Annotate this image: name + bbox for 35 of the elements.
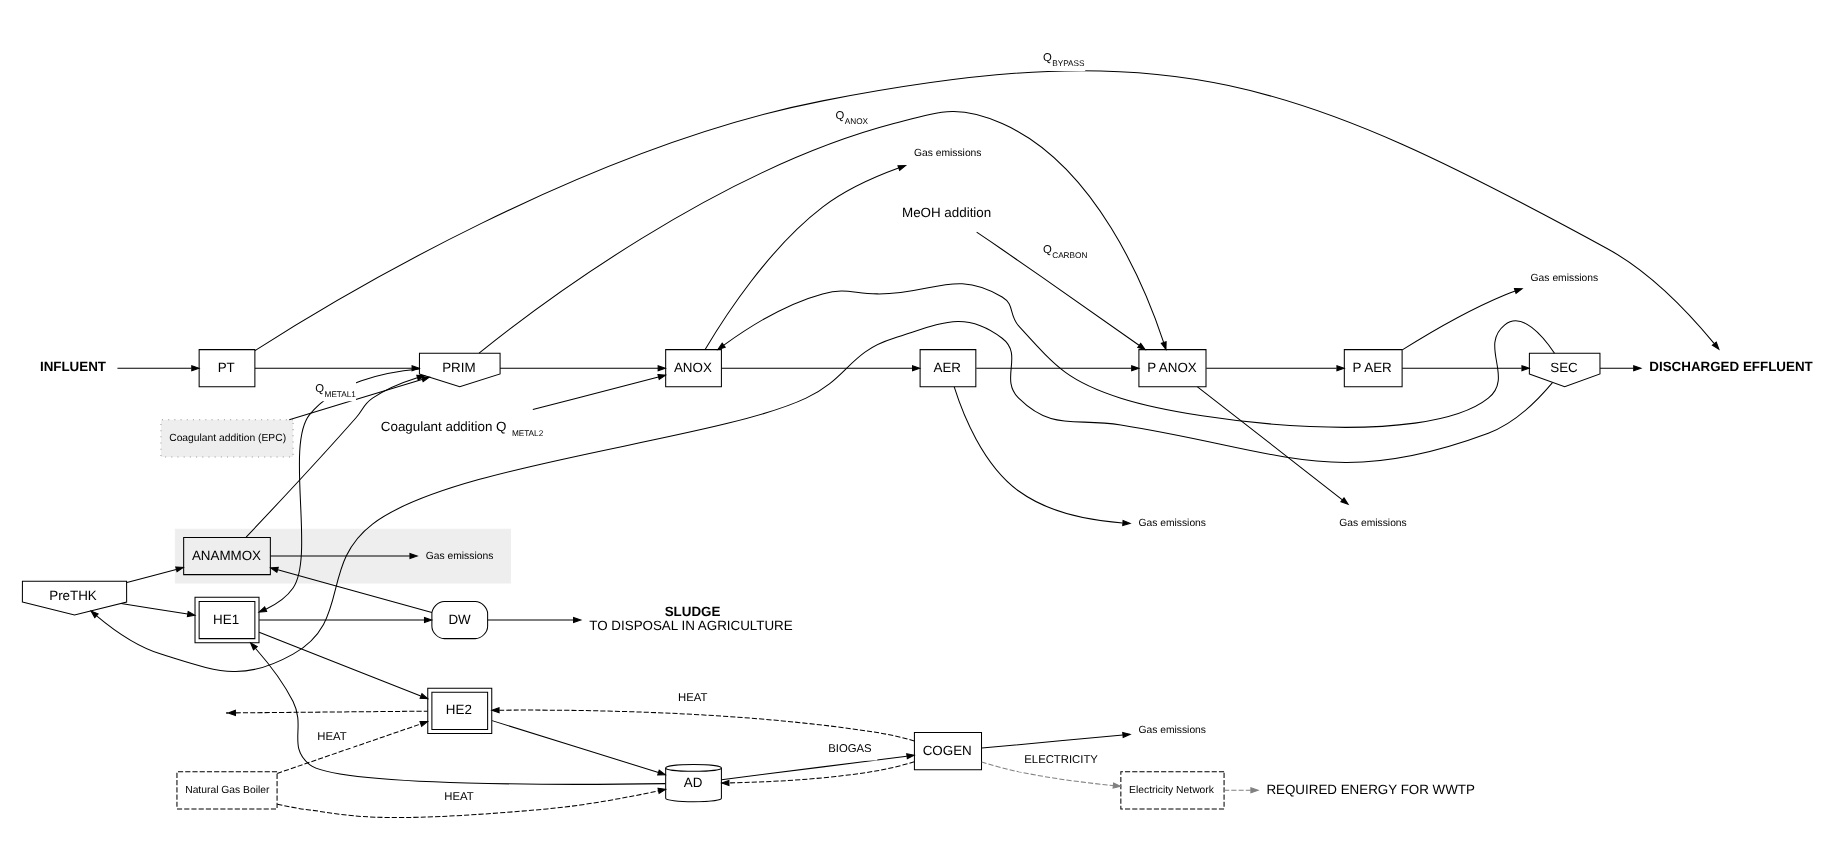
arrow (498, 364, 666, 372)
arrow (952, 386, 1131, 527)
arrow (703, 165, 907, 351)
arrow (257, 631, 429, 700)
arrow (1400, 364, 1530, 372)
arrow (720, 753, 915, 781)
arrow (119, 603, 196, 618)
arrow (980, 761, 1122, 789)
arrow (268, 566, 432, 614)
arrow (257, 616, 433, 624)
arrow (1195, 386, 1349, 506)
arrow (477, 111, 1166, 354)
arrow (256, 368, 419, 613)
arrow (225, 709, 428, 717)
arrow (980, 731, 1131, 749)
arrow (115, 364, 200, 372)
arrow (1222, 787, 1259, 794)
arrow (253, 70, 1719, 352)
arrow (490, 720, 666, 776)
arrow (974, 364, 1140, 372)
arrow (248, 641, 665, 785)
arrow (1598, 364, 1642, 372)
arrow (1400, 288, 1523, 351)
arrow (489, 706, 914, 742)
arrow (715, 283, 1555, 428)
arrow (720, 364, 921, 372)
arrow (719, 761, 914, 787)
arrow (531, 373, 667, 410)
arrow (125, 566, 184, 584)
arrow (975, 231, 1146, 351)
arrow (486, 616, 582, 624)
arrow (253, 364, 420, 372)
arrow (88, 321, 1552, 673)
arrow (1204, 364, 1345, 372)
arrow (269, 552, 418, 560)
